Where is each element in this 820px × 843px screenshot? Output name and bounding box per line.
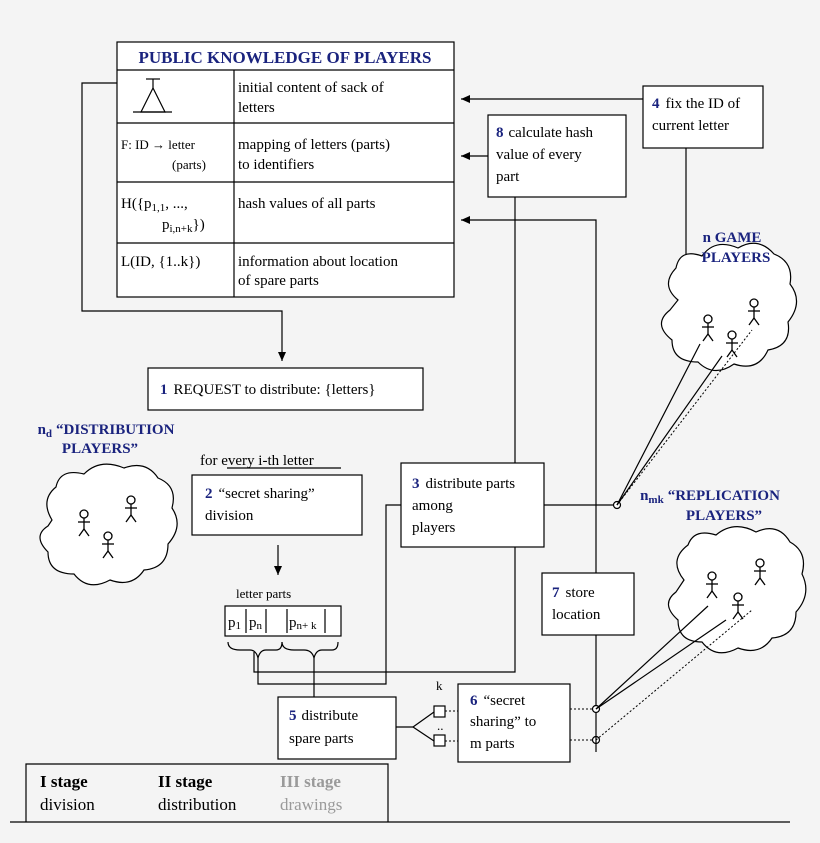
row4-desc-2: of spare parts [238,273,319,289]
letter-parts-array: p1 pn pn+ k [224,605,342,637]
stage-2-sub: distribution [158,795,237,814]
step-2-number: 2 [205,486,213,502]
game-players-label-1: n GAME [703,230,762,246]
step-3-line-3: players [412,520,455,536]
replication-players-label-1: nmk“REPLICATION [640,488,780,506]
replication-players-links [595,605,753,741]
step-3-line-2: among [412,498,453,514]
mini-k-label: k [436,678,443,693]
row3-symbol-1: H({p1,1, ..., [121,196,188,214]
table-title: PUBLIC KNOWLEDGE OF PLAYERS [139,48,432,67]
letter-parts-label: letter parts [236,586,291,601]
step-8-line-2: value of every [496,147,582,163]
stage-3-sub: drawings [280,795,342,814]
step-1-number: 1 [160,382,168,398]
row2-symbol-1: F: ID → letter [121,137,196,152]
distribution-players-label-1: nd“DISTRIBUTION [38,422,175,440]
stage-1-title: I stage [40,772,88,791]
step-7-number: 7 [552,585,560,601]
sack-icon [133,78,172,113]
game-players-label-2: PLAYERS [702,250,771,266]
row3-desc-1: hash values of all parts [238,196,376,212]
row4-symbol-1: L(ID, {1..k}) [121,254,200,270]
request-connector [81,82,286,361]
distribution-players-label-2: PLAYERS” [62,441,138,457]
row3-symbol-2: pi,n+k}) [162,217,205,235]
row1-desc-2: letters [238,100,275,116]
game-players-links [616,329,753,506]
step-8-number: 8 [496,125,504,141]
line-parts-to-step3 [257,504,401,685]
row2-desc-1: mapping of letters (parts) [238,137,390,153]
step-1-request-box: 1 REQUEST to distribute: {letters} [147,367,424,411]
distribution-players-cloud: nd“DISTRIBUTION PLAYERS” [38,422,178,586]
row2-symbol-2: (parts) [172,157,206,172]
step-6-line-3: m parts [470,736,515,752]
step-8-line-3: part [496,169,520,185]
row4-desc-1: information about location [238,254,398,270]
replication-players-cloud: nmk“REPLICATION PLAYERS” [640,488,807,654]
step-2-line-2: division [205,508,254,524]
svg-text:pn: pn [249,615,263,632]
step-6-line-2: sharing” to [470,714,536,730]
step-2-caption: for every i-th letter [200,453,314,469]
step-2-secret-sharing-box: 2“secret sharing” division [191,474,363,536]
line-hash-to-parts [253,197,516,673]
letter-parts-braces [227,641,339,659]
svg-text:pn+ k: pn+ k [289,615,317,632]
step-6-secret-sharing-box: 6“secret sharing” to m parts [457,683,571,763]
row1-desc-1: initial content of sack of [238,80,384,96]
game-players-cloud: n GAME PLAYERS [660,230,798,372]
step-1-text: REQUEST to distribute: {letters} [174,382,376,398]
replication-players-label-2: PLAYERS” [686,508,762,524]
stage-2-title: II stage [158,772,213,791]
stage-3-title: III stage [280,772,341,791]
step-7-line-2: location [552,607,601,623]
mini-dots-label: .. [437,718,444,733]
stages-legend: I stage division II stage distribution I… [10,763,790,823]
svg-text:p1: p1 [228,615,241,632]
step-4-line-2: current letter [652,118,729,134]
public-knowledge-table: PUBLIC KNOWLEDGE OF PLAYERS initial cont… [116,41,455,298]
step-3-number: 3 [412,476,420,492]
arrow-store-to-table [461,216,597,573]
stage-1-sub: division [40,795,95,814]
step-5-line-2: spare parts [289,731,354,747]
svg-text:2“secret sharing”: 2“secret sharing” [205,486,315,502]
step-6-number: 6 [470,693,478,709]
svg-text:6“secret: 6“secret [470,693,526,709]
row2-desc-2: to identifiers [238,157,314,173]
spare-parts-fork: k .. [396,678,458,747]
step-4-number: 4 [652,96,660,112]
step-5-number: 5 [289,708,297,724]
